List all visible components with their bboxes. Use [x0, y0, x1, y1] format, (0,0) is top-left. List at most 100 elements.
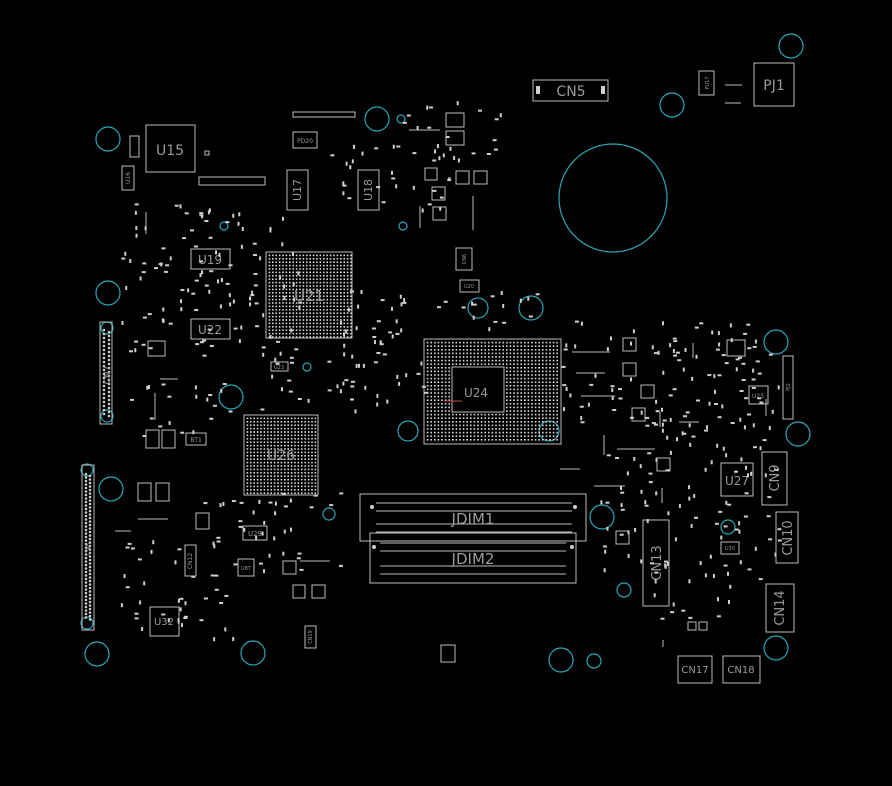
cn17-label: CN17 [681, 665, 708, 676]
bga-u26[interactable]: U26 [243, 414, 319, 496]
pu17-chip[interactable]: PU17 [698, 70, 715, 96]
u26-label: U26 [267, 448, 295, 464]
bga-u21[interactable]: U21 [265, 251, 353, 339]
cn19-label: CN19 [308, 630, 314, 644]
mounting-hole[interactable] [95, 280, 121, 306]
cn5-label: CN5 [556, 84, 585, 100]
mounting-hole[interactable] [659, 92, 685, 118]
mounting-hole[interactable] [589, 504, 615, 530]
ball-grid [246, 417, 317, 494]
mounting-hole[interactable] [778, 33, 804, 59]
power-jack-pj1[interactable]: PJ1 [753, 62, 795, 107]
u19-label: U19 [198, 253, 222, 267]
mounting-hole[interactable] [240, 640, 266, 666]
connector-cn9[interactable]: CN9 [761, 451, 788, 506]
memory-slot-jdim1[interactable]: JDIM1 [359, 493, 587, 542]
chip-u16[interactable]: U16 [121, 165, 135, 191]
mounting-hole[interactable] [302, 362, 312, 372]
diode-pd20[interactable]: PD20 [292, 131, 318, 149]
chip-u29[interactable]: U29 [242, 525, 268, 541]
mounting-hole[interactable] [763, 329, 789, 355]
mounting-hole[interactable] [95, 126, 121, 152]
u32-label: U32 [154, 617, 174, 628]
u18-label: U18 [362, 179, 375, 201]
connector-cn5[interactable]: CN5 [532, 79, 609, 102]
smd-pads [120, 101, 782, 642]
mounting-hole[interactable] [785, 421, 811, 447]
chip-u17[interactable]: U17 [286, 169, 309, 211]
cn9-label: CN9 [768, 464, 783, 491]
chip-u27[interactable]: U27 [720, 462, 754, 497]
mounting-hole[interactable] [218, 384, 244, 410]
chip-u30[interactable]: U30 [720, 541, 740, 555]
mounting-hole[interactable] [398, 221, 408, 231]
u21-label: U21 [294, 287, 324, 305]
mounting-hole-large[interactable] [558, 143, 668, 253]
chip-u23[interactable]: U23 [270, 361, 289, 372]
mounting-hole[interactable] [397, 420, 419, 442]
u8t-label: U8T [241, 566, 252, 572]
mounting-hole[interactable] [720, 519, 736, 535]
chip-u25[interactable]: U25 [748, 385, 769, 405]
mounting-hole[interactable] [80, 463, 94, 477]
mounting-hole[interactable] [396, 114, 406, 124]
mounting-hole[interactable] [586, 653, 602, 669]
mounting-hole[interactable] [100, 409, 114, 423]
chip-u19[interactable]: U19 [190, 248, 231, 270]
pj2-label: PJ2 [786, 383, 792, 391]
u24-label: U24 [464, 386, 488, 400]
cn10-label: CN10 [781, 520, 796, 555]
connector-cn6[interactable]: CN6 [455, 247, 473, 271]
header-strip [292, 111, 356, 118]
chip-u8t[interactable]: U8T [237, 558, 255, 577]
mounting-holes [80, 33, 811, 673]
cn12-label: CN12 [187, 553, 194, 569]
mounting-hole[interactable] [538, 420, 560, 442]
mounting-hole[interactable] [763, 635, 789, 661]
mounting-hole[interactable] [364, 106, 390, 132]
u16-label: U16 [125, 172, 132, 184]
u23-label: U23 [274, 365, 284, 371]
mounting-hole[interactable] [80, 616, 94, 630]
cpu-u24[interactable]: U24 [423, 338, 562, 445]
mounting-hole[interactable] [616, 582, 632, 598]
u25-label: U25 [752, 393, 764, 400]
chip-u15[interactable]: U15 [145, 124, 196, 173]
cn6-label: CN6 [462, 254, 468, 264]
mounting-hole[interactable] [467, 297, 489, 319]
u29-label: U29 [248, 530, 262, 538]
chip-u32[interactable]: U32 [149, 606, 180, 637]
mounting-hole[interactable] [98, 476, 124, 502]
mounting-hole[interactable] [548, 647, 574, 673]
connector-cn19[interactable]: CN19 [304, 625, 317, 649]
connector-cn8[interactable]: CN8 [81, 464, 95, 631]
connector-cn14[interactable]: CN14 [765, 583, 795, 633]
connector-cn10[interactable]: CN10 [775, 511, 799, 564]
connector-cn17[interactable]: CN17 [677, 655, 713, 684]
connector-cn12[interactable]: CN12 [184, 544, 197, 577]
u27-label: U27 [725, 474, 749, 488]
mounting-hole[interactable] [322, 507, 336, 521]
bt1-label: BT1 [190, 437, 202, 444]
battery-bt1[interactable]: BT1 [185, 432, 207, 446]
connector-cn18[interactable]: CN18 [722, 655, 761, 684]
chip-u18[interactable]: U18 [357, 169, 380, 211]
jdim2-label: JDIM2 [451, 550, 495, 568]
cn13-label: CN13 [650, 545, 665, 580]
ball-grid [426, 341, 558, 441]
connector-pj2[interactable]: PJ2 [782, 355, 794, 420]
u20-label: U20 [464, 284, 474, 290]
connector-cn7[interactable]: CN7 [99, 321, 113, 425]
cn8-label: CN8 [85, 543, 92, 556]
connector-cn13[interactable]: CN13 [642, 519, 670, 607]
pad-row [198, 176, 266, 186]
pu17-label: PU17 [705, 76, 711, 89]
mounting-hole[interactable] [84, 641, 110, 667]
memory-slot-jdim2[interactable]: JDIM2 [369, 532, 577, 584]
mounting-hole[interactable] [219, 221, 229, 231]
mounting-hole[interactable] [518, 295, 544, 321]
cn14-label: CN14 [773, 590, 788, 625]
pj1-label: PJ1 [763, 78, 784, 94]
mounting-hole[interactable] [100, 321, 114, 335]
chip-u20[interactable]: U20 [459, 279, 480, 293]
